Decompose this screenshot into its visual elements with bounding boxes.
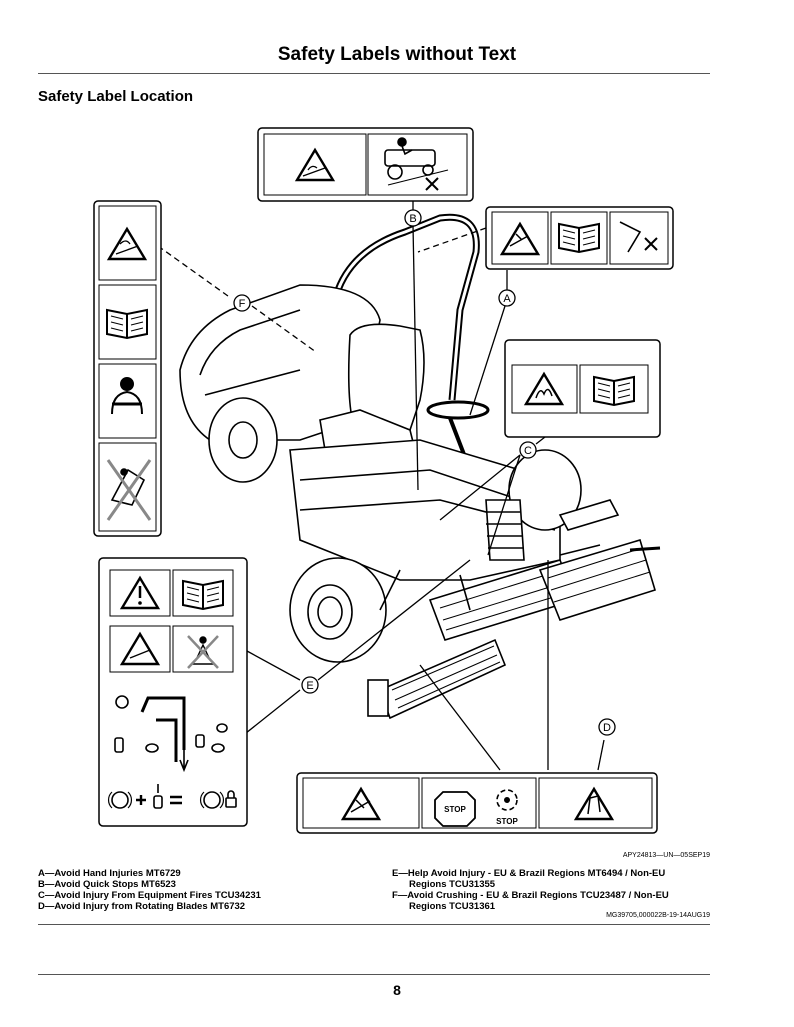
label-d-avoid-injury-rotating-blades: STOP STOP — [296, 772, 658, 834]
tractor-operator-icon — [384, 137, 449, 191]
label-a-avoid-hand-injuries — [485, 206, 674, 270]
front-right-reel — [538, 539, 656, 621]
callout-d: D — [598, 718, 616, 736]
label-f-avoid-crushing — [93, 200, 162, 537]
callout-b: B — [404, 209, 422, 227]
caption-b: B—Avoid Quick Stops MT6523 — [38, 879, 176, 890]
callout-c: C — [519, 441, 537, 459]
no-riding-icon — [187, 635, 219, 669]
caption-list-left: A—Avoid Hand Injuries MT6729 B—Avoid Qui… — [38, 868, 378, 912]
caption-divider — [38, 924, 710, 925]
caption-e: E—Help Avoid Injury - EU & Brazil Region… — [392, 868, 666, 879]
title-divider — [38, 73, 710, 74]
park-brake-equation-icon — [108, 784, 237, 809]
section-title: Safety Label Location — [38, 88, 194, 105]
caption-a: A—Avoid Hand Injuries MT6729 — [38, 868, 181, 879]
svg-text:E: E — [306, 680, 313, 692]
svg-text:STOP: STOP — [496, 817, 518, 826]
page-title: Safety Labels without Text — [277, 44, 517, 65]
controls-diagram-icon — [114, 695, 228, 773]
svg-text:A: A — [503, 293, 511, 305]
document-reference: MG39705,000022B-19-14AUG19 — [606, 912, 710, 919]
caption-c: C—Avoid Injury From Equipment Fires TCU3… — [38, 890, 261, 901]
caption-f-continued: Regions TCU31361 — [409, 901, 496, 912]
seatbelt-icon — [111, 377, 143, 415]
svg-text:STOP: STOP — [444, 805, 466, 814]
caption-e-continued: Regions TCU31355 — [409, 879, 496, 890]
callout-e: E — [301, 676, 319, 694]
callout-a: A — [498, 289, 516, 307]
callout-f: F — [233, 294, 251, 312]
hand-crush-icon — [619, 221, 658, 253]
stop-engine-icon: STOP — [434, 791, 476, 827]
rollover-no-rops-icon — [106, 459, 152, 521]
label-c-avoid-equipment-fires — [504, 339, 661, 438]
svg-text:B: B — [409, 213, 416, 225]
mower-machine — [179, 213, 661, 720]
side-reel — [558, 499, 661, 552]
svg-text:D: D — [603, 722, 611, 734]
label-b-avoid-quick-stops — [257, 127, 474, 202]
figure-id: APY24813—UN—05SEP19 — [622, 852, 710, 859]
page-number: 8 — [393, 982, 401, 998]
rotating-blade-stop-icon: STOP — [496, 789, 518, 826]
caption-list-right: E—Help Avoid Injury - EU & Brazil Region… — [392, 868, 722, 912]
svg-text:C: C — [524, 445, 532, 457]
footer-divider — [38, 974, 710, 975]
leader-lines — [157, 197, 605, 771]
caption-d: D—Avoid Injury from Rotating Blades MT67… — [38, 901, 246, 912]
safety-label-location-figure: A B C D E F — [93, 127, 674, 834]
front-left-reel — [367, 638, 507, 720]
label-e-help-avoid-injury — [98, 557, 248, 827]
svg-text:F: F — [239, 298, 246, 310]
caption-f: F—Avoid Crushing - EU & Brazil Regions T… — [392, 890, 669, 901]
